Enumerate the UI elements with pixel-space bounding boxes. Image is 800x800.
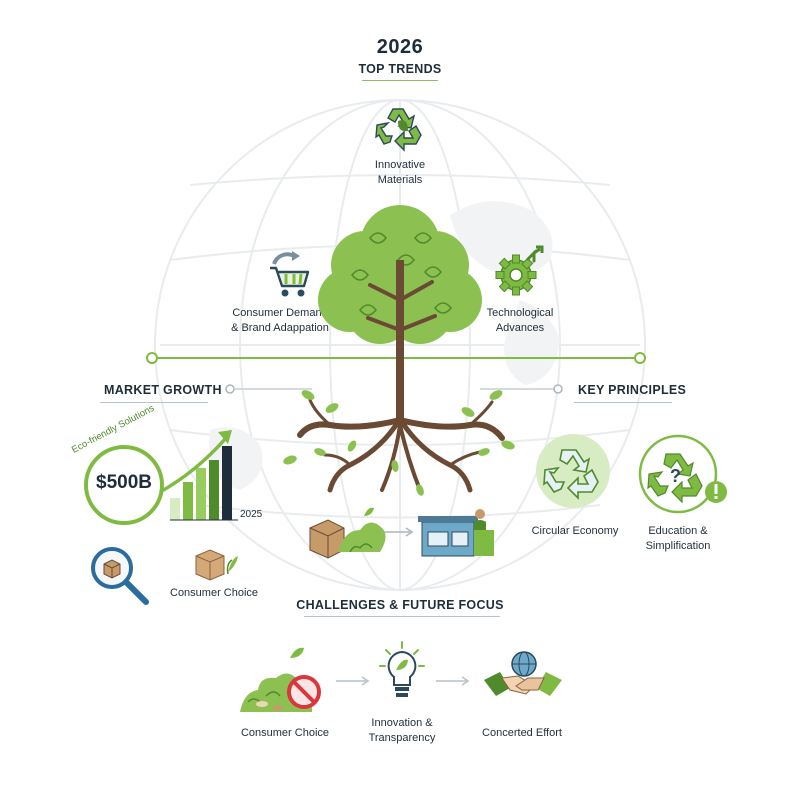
trend-label-line2: Advances <box>495 322 545 334</box>
trend-label-line1: Technological <box>486 307 554 319</box>
arrow-right-icon <box>336 676 370 686</box>
header-underline <box>362 80 438 81</box>
tree-illustration <box>283 205 515 496</box>
magnifier-box-icon <box>91 547 149 605</box>
principle-label-line2: Simplification <box>645 540 711 552</box>
trend-innovative-materials: Innovative Materials <box>330 158 470 188</box>
trend-consumer-demand: Consumer Demand & Brand Adappation <box>210 306 350 336</box>
waste-no-icon <box>240 647 321 712</box>
gear-icon <box>495 245 544 296</box>
key-principles-underline <box>574 402 672 403</box>
challenge-concerted-effort: Concerted Effort <box>460 726 584 741</box>
growth-bars <box>170 446 232 520</box>
trend-label-line1: Innovative <box>374 159 426 171</box>
trend-label-line1: Consumer Demand <box>232 307 328 319</box>
challenge-consumer-choice: Consumer Choice <box>220 726 350 741</box>
challenge-label-line1: Concerted Effort <box>482 727 562 739</box>
trend-label-line2: Materials <box>377 174 423 186</box>
education-recycle-icon: ? <box>638 434 727 514</box>
market-growth-underline <box>100 402 208 403</box>
principle-label-line1: Education & <box>648 525 708 537</box>
market-growth-title: MARKET GROWTH <box>104 383 222 397</box>
trend-technological-advances: Technological Advances <box>450 306 590 336</box>
challenge-label-line2: Transparency <box>368 732 436 744</box>
principle-label-line1: Circular Economy <box>531 525 619 537</box>
handshake-globe-icon <box>484 651 562 696</box>
challenges-title: CHALLENGES & FUTURE FOCUS <box>296 598 504 612</box>
challenge-innovation: Innovation & Transparency <box>340 716 464 746</box>
principle-education: Education & Simplification <box>616 524 740 554</box>
challenge-label-line1: Consumer Choice <box>240 727 330 739</box>
recycle-icon <box>375 108 422 152</box>
svg-text:?: ? <box>670 466 681 486</box>
year-label: 2025 <box>240 509 263 520</box>
box-plant-icon <box>195 549 238 581</box>
header-year: 2026 <box>376 36 424 58</box>
shopping-cart-icon <box>270 251 310 297</box>
principle-circular-economy: Circular Economy <box>510 524 640 539</box>
arrow-right-icon <box>436 676 470 686</box>
circular-economy-icon <box>536 434 610 508</box>
recycling-scene <box>309 507 494 559</box>
challenges-underline <box>304 616 500 617</box>
challenge-label-line1: Innovation & <box>371 717 433 729</box>
key-principles-connector <box>480 384 563 394</box>
key-principles-title: KEY PRINCIPLES <box>578 383 687 397</box>
market-growth-connector <box>225 384 312 394</box>
lightbulb-icon <box>379 641 425 697</box>
market-value: $500B <box>96 472 152 493</box>
trend-label-line2: & Brand Adappation <box>231 322 329 334</box>
header-subtitle: TOP TRENDS <box>358 62 442 76</box>
market-growth-chart <box>84 430 238 525</box>
market-consumer-choice: Consumer Choice <box>170 587 259 599</box>
